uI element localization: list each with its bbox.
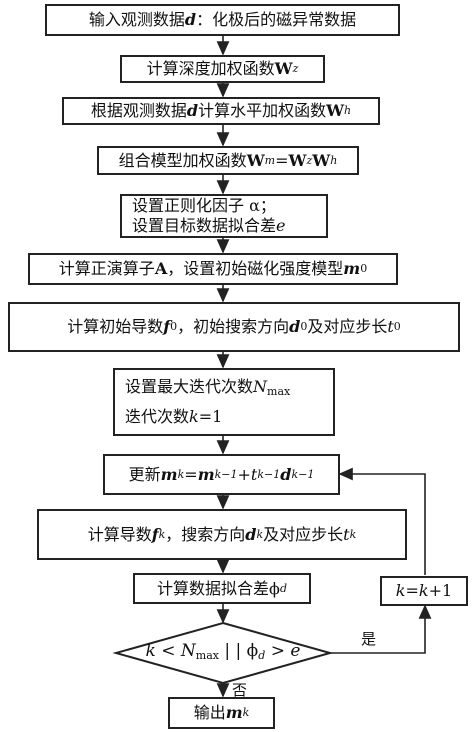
step-increment-k: k=k+1 xyxy=(380,576,468,606)
step-iteration-setup: 设置最大迭代次数Nmax 迭代次数k=1 xyxy=(113,368,335,436)
step-regularization-setup: 设置正则化因子 α； 设置目标数据拟合差e xyxy=(120,194,328,238)
no-label: 否 xyxy=(232,681,248,699)
iteration-counter-line: 迭代次数k=1 xyxy=(125,406,223,426)
regularization-line: 设置正则化因子 α； xyxy=(132,196,276,215)
condition-diamond xyxy=(112,621,334,685)
condition-text: k < Nmax | | ϕd > e xyxy=(145,641,301,662)
misfit-target-line: 设置目标数据拟合差e xyxy=(132,216,286,235)
yes-label: 是 xyxy=(361,630,377,648)
max-iterations-line: 设置最大迭代次数Nmax xyxy=(125,377,291,399)
